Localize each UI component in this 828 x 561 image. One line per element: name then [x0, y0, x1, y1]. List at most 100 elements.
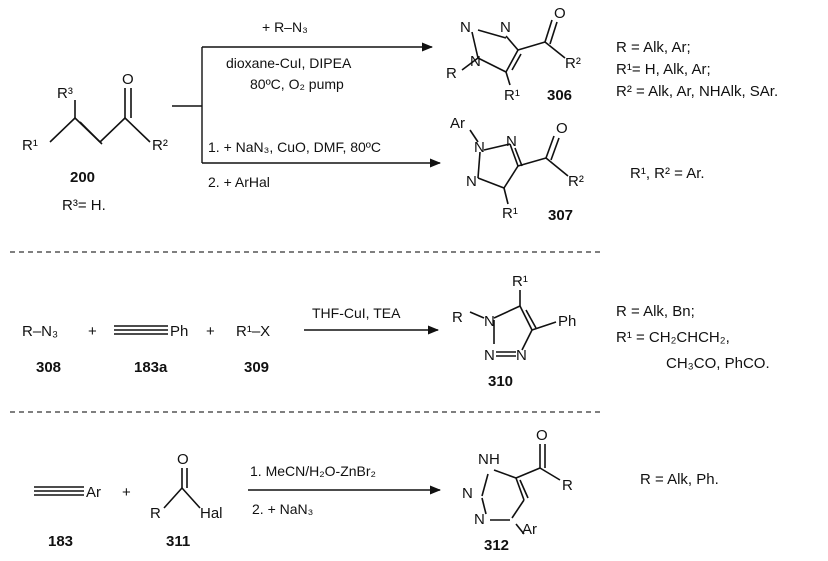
bond [544, 19, 553, 43]
product-307-structure: N N N Ar O R² R¹ 307 [450, 115, 584, 224]
r3-note: R³= H. [62, 197, 106, 214]
bond [531, 321, 557, 331]
bond [514, 147, 523, 167]
bond [481, 497, 487, 515]
bond [469, 129, 479, 143]
oxygen-label: O [556, 120, 568, 137]
product-310-structure: N N N R R¹ Ph 310 [452, 273, 576, 390]
product-306-structure: N N N O R² R R¹ 306 [446, 5, 581, 104]
bond [49, 117, 76, 143]
alkyne-183a [114, 325, 168, 335]
oxygen-label: O [536, 427, 548, 444]
bond [550, 137, 560, 161]
bond [549, 21, 558, 45]
r3-label: R³ [57, 85, 73, 102]
section3-step1: 1. MeCN/H₂O-ZnBr₂ [250, 463, 376, 479]
bond [493, 469, 517, 479]
bond [483, 143, 511, 151]
bond [515, 477, 525, 501]
section3-step2: 2. + NaN₃ [252, 501, 313, 517]
alkyne-183 [34, 486, 84, 496]
product-310-number: 310 [488, 373, 513, 390]
route-b-step2: 2. + ArHal [208, 174, 270, 190]
plus-sign: + [88, 323, 97, 340]
n-label: N [484, 347, 495, 364]
bond [544, 41, 566, 59]
n-label: N [500, 19, 511, 36]
n-label: N [484, 313, 495, 330]
ph-label: Ph [558, 313, 576, 330]
r1-label: R¹ [502, 205, 518, 222]
r-label: R [452, 309, 463, 326]
bond [505, 71, 511, 86]
bond [545, 157, 569, 177]
ar-label: Ar [450, 115, 465, 132]
reactant-311-number: 311 [166, 533, 190, 550]
bond [99, 117, 126, 143]
r1-label: R¹ [512, 273, 528, 290]
bond [517, 157, 547, 167]
bond [124, 117, 151, 143]
n-label: N [462, 485, 473, 502]
route-a-reagent: + R–N₃ [262, 19, 308, 35]
nh-label: N [478, 451, 489, 468]
bond [493, 305, 521, 319]
section3-note: R = Alk, Ph. [640, 471, 719, 488]
reactant-183a-number: 183a [134, 359, 168, 376]
bond [511, 499, 525, 519]
r-label: R [562, 477, 573, 494]
oxygen-label: O [122, 71, 134, 88]
bond [481, 473, 489, 497]
bond [505, 35, 519, 51]
plus-sign: + [122, 484, 131, 501]
bond [521, 329, 533, 351]
note-306-line2: R¹= H, Alk, Ar; [616, 61, 711, 78]
r1-label: R¹ [22, 137, 38, 154]
section2-conditions: THF-CuI, TEA [312, 305, 401, 321]
reactant-308-formula: R–N₃ [22, 323, 58, 340]
n-label: N [466, 173, 477, 190]
bond [515, 467, 541, 479]
bond [471, 31, 479, 59]
note-306-line3: R² = Alk, Ar, NHAlk, SAr. [616, 83, 778, 100]
r-label: R [446, 65, 457, 82]
n-label: N [474, 511, 485, 528]
bond [525, 309, 537, 329]
r2-label: R² [565, 55, 581, 72]
bond [469, 311, 485, 319]
route-a-conditions-1: dioxane-CuI, DIPEA [226, 55, 352, 71]
oxygen-label: O [554, 5, 566, 22]
bond [477, 57, 507, 73]
bond [477, 151, 481, 179]
compound-200-structure: O R³ R¹ R² 200 R³= H. [22, 71, 168, 214]
bond [79, 121, 103, 145]
note-307: R¹, R² = Ar. [630, 165, 705, 182]
bond [477, 177, 505, 189]
bond [519, 479, 529, 499]
bond [505, 49, 519, 73]
r2-label: R² [152, 137, 168, 154]
bond [461, 57, 479, 71]
bond [519, 305, 533, 331]
section2-note-3: CH₃CO, PhCO. [666, 355, 770, 372]
r-label: R [150, 505, 161, 522]
r2-label: R² [568, 173, 584, 190]
product-306-number: 306 [547, 87, 572, 104]
reactant-309-number: 309 [244, 359, 269, 376]
ar-label: Ar [522, 521, 537, 538]
bond [517, 41, 546, 51]
bond [515, 523, 525, 535]
compound-200-number: 200 [70, 169, 95, 186]
product-312-number: 312 [484, 537, 509, 554]
plus-sign: + [206, 323, 215, 340]
n-label: N [506, 133, 517, 150]
bond [163, 487, 183, 509]
reactant-309-formula: R¹–X [236, 323, 270, 340]
product-307-number: 307 [548, 207, 573, 224]
route-a-conditions-2: 80ºC, O₂ pump [250, 76, 344, 92]
reactant-183-formula: Ar [86, 484, 101, 501]
bond [503, 187, 509, 205]
bond [539, 467, 561, 481]
